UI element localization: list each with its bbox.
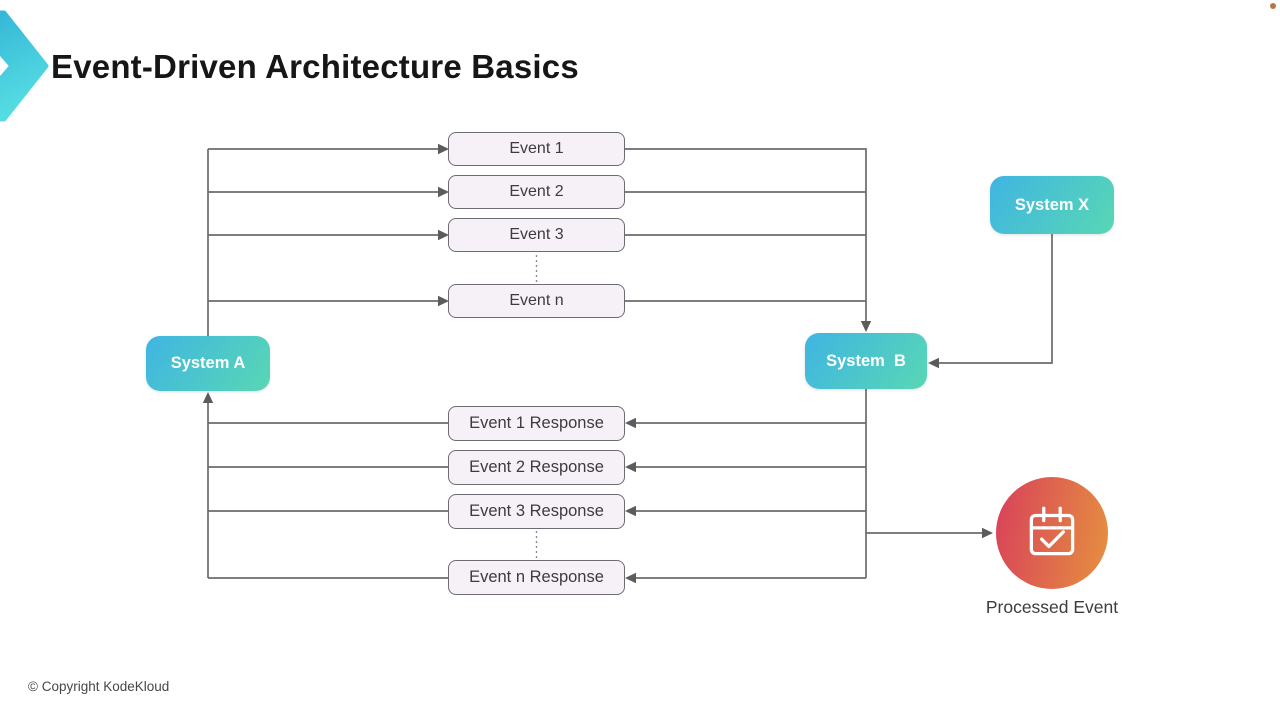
event-box-n: Event n xyxy=(448,284,625,318)
event-box-label: Event 2 xyxy=(509,183,564,200)
system-a-label: System A xyxy=(170,354,246,372)
copyright-text: © Copyright KodeKloud xyxy=(28,679,170,694)
event-box-3: Event 3 xyxy=(448,218,625,252)
event-box-label: Event n xyxy=(509,292,564,309)
page-title: Event-Driven Architecture Basics xyxy=(51,48,579,85)
response-box-label: Event 1 Response xyxy=(469,414,604,432)
response-box-1: Event 1 Response xyxy=(448,406,625,441)
response-box-n: Event n Response xyxy=(448,560,625,595)
system-x-node: System X xyxy=(990,176,1114,234)
system-b-label: System B xyxy=(826,351,906,370)
response-box-label: Event 3 Response xyxy=(469,502,604,520)
event-box-label: Event 1 xyxy=(509,140,564,157)
system-a-node: System A xyxy=(146,336,270,391)
system-b-node: System B xyxy=(805,333,927,389)
event-box-1: Event 1 xyxy=(448,132,625,166)
kodekloud-chevron-logo xyxy=(0,10,49,122)
response-box-label: Event n Response xyxy=(469,568,604,586)
arrowheads xyxy=(202,143,993,584)
response-box-3: Event 3 Response xyxy=(448,494,625,529)
event-box-label: Event 3 xyxy=(509,226,564,243)
orange-dot xyxy=(1270,3,1276,9)
processed-event-circle xyxy=(996,477,1108,589)
processed-event-label: Processed Event xyxy=(985,597,1119,617)
calendar-check-icon xyxy=(1029,506,1075,556)
response-box-2: Event 2 Response xyxy=(448,450,625,485)
event-box-2: Event 2 xyxy=(448,175,625,209)
system-x-label: System X xyxy=(1014,195,1090,214)
response-box-label: Event 2 Response xyxy=(469,458,604,476)
